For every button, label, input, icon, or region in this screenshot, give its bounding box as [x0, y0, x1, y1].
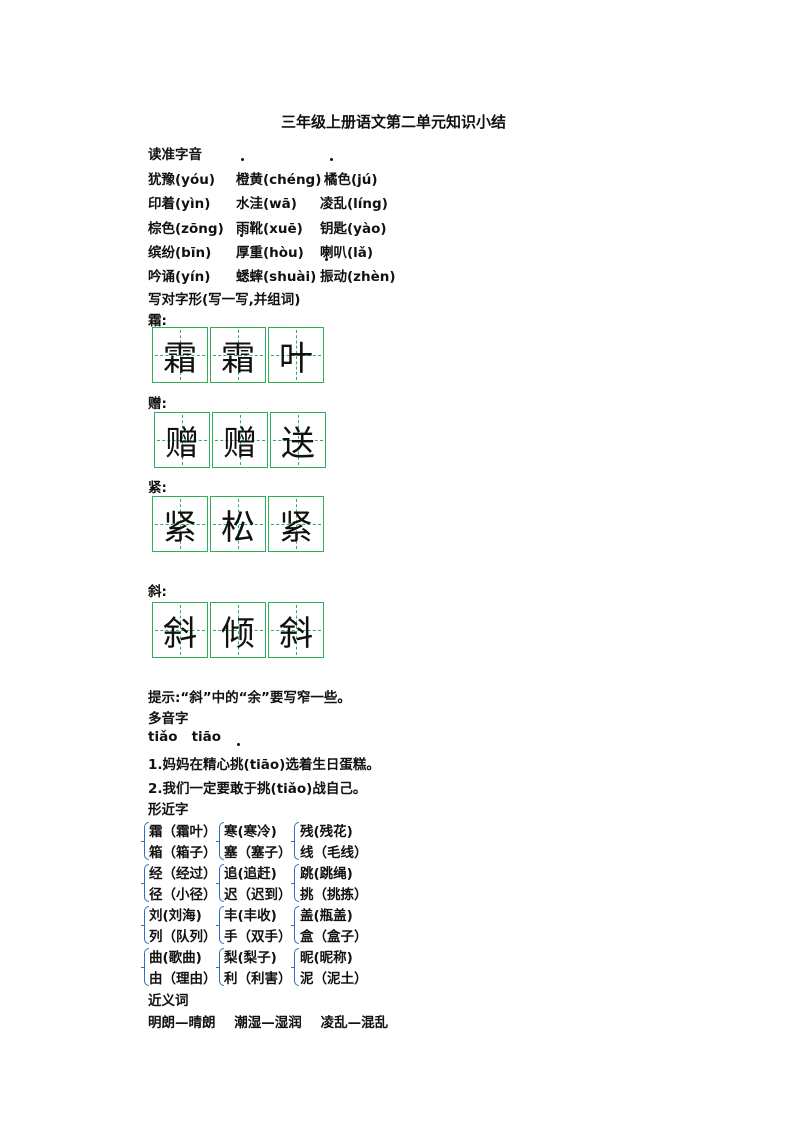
brace — [291, 906, 299, 944]
pinyin-item: 缤纷(bīn) — [148, 245, 212, 261]
pinyin-item: 厚重(hòu) — [236, 245, 304, 261]
grid-char: 斜 — [279, 613, 313, 654]
similar-item: 箱（箱子） — [149, 845, 217, 861]
emphasis-dot — [240, 234, 243, 237]
similar-item: 曲(歌曲) — [149, 950, 202, 966]
page-title: 三年级上册语文第二单元知识小结 — [281, 113, 507, 131]
poly-line: 2.我们一定要敢于挑(tiǎo)战自己。 — [148, 781, 367, 797]
similar-item: 迟（迟到） — [224, 887, 292, 903]
brace — [216, 864, 224, 902]
grid-cell: 霜 — [152, 327, 208, 383]
similar-item: 梨(梨子) — [224, 950, 277, 966]
brace — [216, 948, 224, 986]
pinyin-item: 棕色(zōng) — [148, 221, 224, 237]
similar-item: 追(追赶) — [224, 866, 277, 882]
pinyin-item: 印着(yìn) — [148, 196, 211, 212]
grid-cell: 霜 — [210, 327, 266, 383]
grid-char: 倾 — [221, 613, 255, 654]
grid-char: 霜 — [163, 338, 197, 379]
poly-line: 1.妈妈在精心挑(tiāo)选着生日蛋糕。 — [148, 757, 380, 773]
pinyin-item: 振动(zhèn) — [320, 269, 396, 285]
similar-item: 泥（泥土） — [300, 971, 368, 987]
grid-char: 送 — [281, 423, 315, 464]
similar-item: 盒（盒子） — [300, 929, 368, 945]
grid-char: 紧 — [163, 507, 197, 548]
pinyin-item: 橘色(jú) — [324, 172, 378, 188]
similar-item: 挑（挑拣） — [300, 887, 368, 903]
similar-item: 昵(昵称) — [300, 950, 353, 966]
pinyin-item: 喇叭(lǎ) — [320, 245, 374, 261]
pinyin-item: 凌乱(líng) — [320, 196, 388, 212]
similar-item: 刘(刘海) — [149, 908, 202, 924]
brace — [291, 948, 299, 986]
emphasis-dot — [330, 158, 333, 161]
similar-item: 寒(寒冷) — [224, 824, 277, 840]
brace — [141, 864, 149, 902]
grid-cell: 紧 — [268, 496, 324, 552]
pinyin-item: 蟋蟀(shuài) — [236, 269, 317, 285]
emphasis-dot — [241, 158, 244, 161]
section-heading-similar: 形近字 — [148, 802, 189, 818]
synonyms-text: 明朗—晴朗 潮湿—湿润 凌乱—混乱 — [148, 1015, 389, 1031]
brace — [141, 906, 149, 944]
brace — [216, 822, 224, 860]
writing-grid: 赠 赠 送 — [154, 412, 328, 468]
section-heading-synonyms: 近义词 — [148, 993, 189, 1009]
grid-cell: 倾 — [210, 602, 266, 658]
brace — [291, 822, 299, 860]
similar-item: 列（队列） — [149, 929, 217, 945]
similar-item: 丰(丰收) — [224, 908, 277, 924]
pinyin-item: 水洼(wā) — [236, 196, 297, 212]
write-label: 紧: — [148, 480, 167, 496]
grid-cell: 赠 — [212, 412, 268, 468]
similar-item: 线（毛线） — [300, 845, 368, 861]
similar-item: 霜（霜叶） — [149, 824, 217, 840]
writing-grid: 霜 霜 叶 — [152, 327, 326, 383]
pinyin-item: 钥匙(yào) — [320, 221, 387, 237]
grid-char: 赠 — [223, 423, 257, 464]
similar-item: 径（小径） — [149, 887, 217, 903]
write-label: 赠: — [148, 396, 167, 412]
brace — [216, 906, 224, 944]
grid-cell: 松 — [210, 496, 266, 552]
similar-item: 手（双手） — [224, 929, 292, 945]
grid-cell: 斜 — [152, 602, 208, 658]
grid-char: 斜 — [163, 613, 197, 654]
tip-text: 提示:“斜”中的“余”要写窄一些。 — [148, 690, 351, 706]
pinyin-item: 吟诵(yín) — [148, 269, 211, 285]
similar-item: 跳(跳绳) — [300, 866, 353, 882]
brace — [141, 948, 149, 986]
similar-item: 塞（塞子） — [224, 845, 292, 861]
brace — [291, 864, 299, 902]
similar-item: 经（经过） — [149, 866, 217, 882]
similar-item: 盖(瓶盖) — [300, 908, 353, 924]
write-label: 霜: — [148, 313, 167, 329]
poly-readings: tiǎo tiāo — [148, 729, 222, 745]
grid-char: 紧 — [279, 507, 313, 548]
grid-cell: 叶 — [268, 327, 324, 383]
grid-cell: 送 — [270, 412, 326, 468]
write-label: 斜: — [148, 584, 167, 600]
grid-char: 赠 — [165, 423, 199, 464]
pinyin-item: 犹豫(yóu) — [148, 172, 216, 188]
section-heading-poly: 多音字 — [148, 711, 189, 727]
emphasis-dot — [325, 258, 328, 261]
similar-item: 利（利害） — [224, 971, 292, 987]
section-heading-write: 写对字形(写一写,并组词) — [148, 292, 301, 308]
grid-cell: 紧 — [152, 496, 208, 552]
grid-cell: 斜 — [268, 602, 324, 658]
similar-item: 残(残花) — [300, 824, 353, 840]
section-heading-read: 读准字音 — [148, 147, 202, 163]
emphasis-dot — [237, 743, 240, 746]
grid-char: 霜 — [221, 338, 255, 379]
grid-cell: 赠 — [154, 412, 210, 468]
pinyin-item: 雨靴(xuē) — [236, 221, 303, 237]
similar-item: 由（理由） — [149, 971, 217, 987]
pinyin-item: 橙黄(chéng) — [236, 172, 322, 188]
brace — [141, 822, 149, 860]
writing-grid: 紧 松 紧 — [152, 496, 326, 552]
grid-char: 松 — [221, 507, 255, 548]
grid-char: 叶 — [279, 338, 313, 379]
writing-grid: 斜 倾 斜 — [152, 602, 326, 658]
